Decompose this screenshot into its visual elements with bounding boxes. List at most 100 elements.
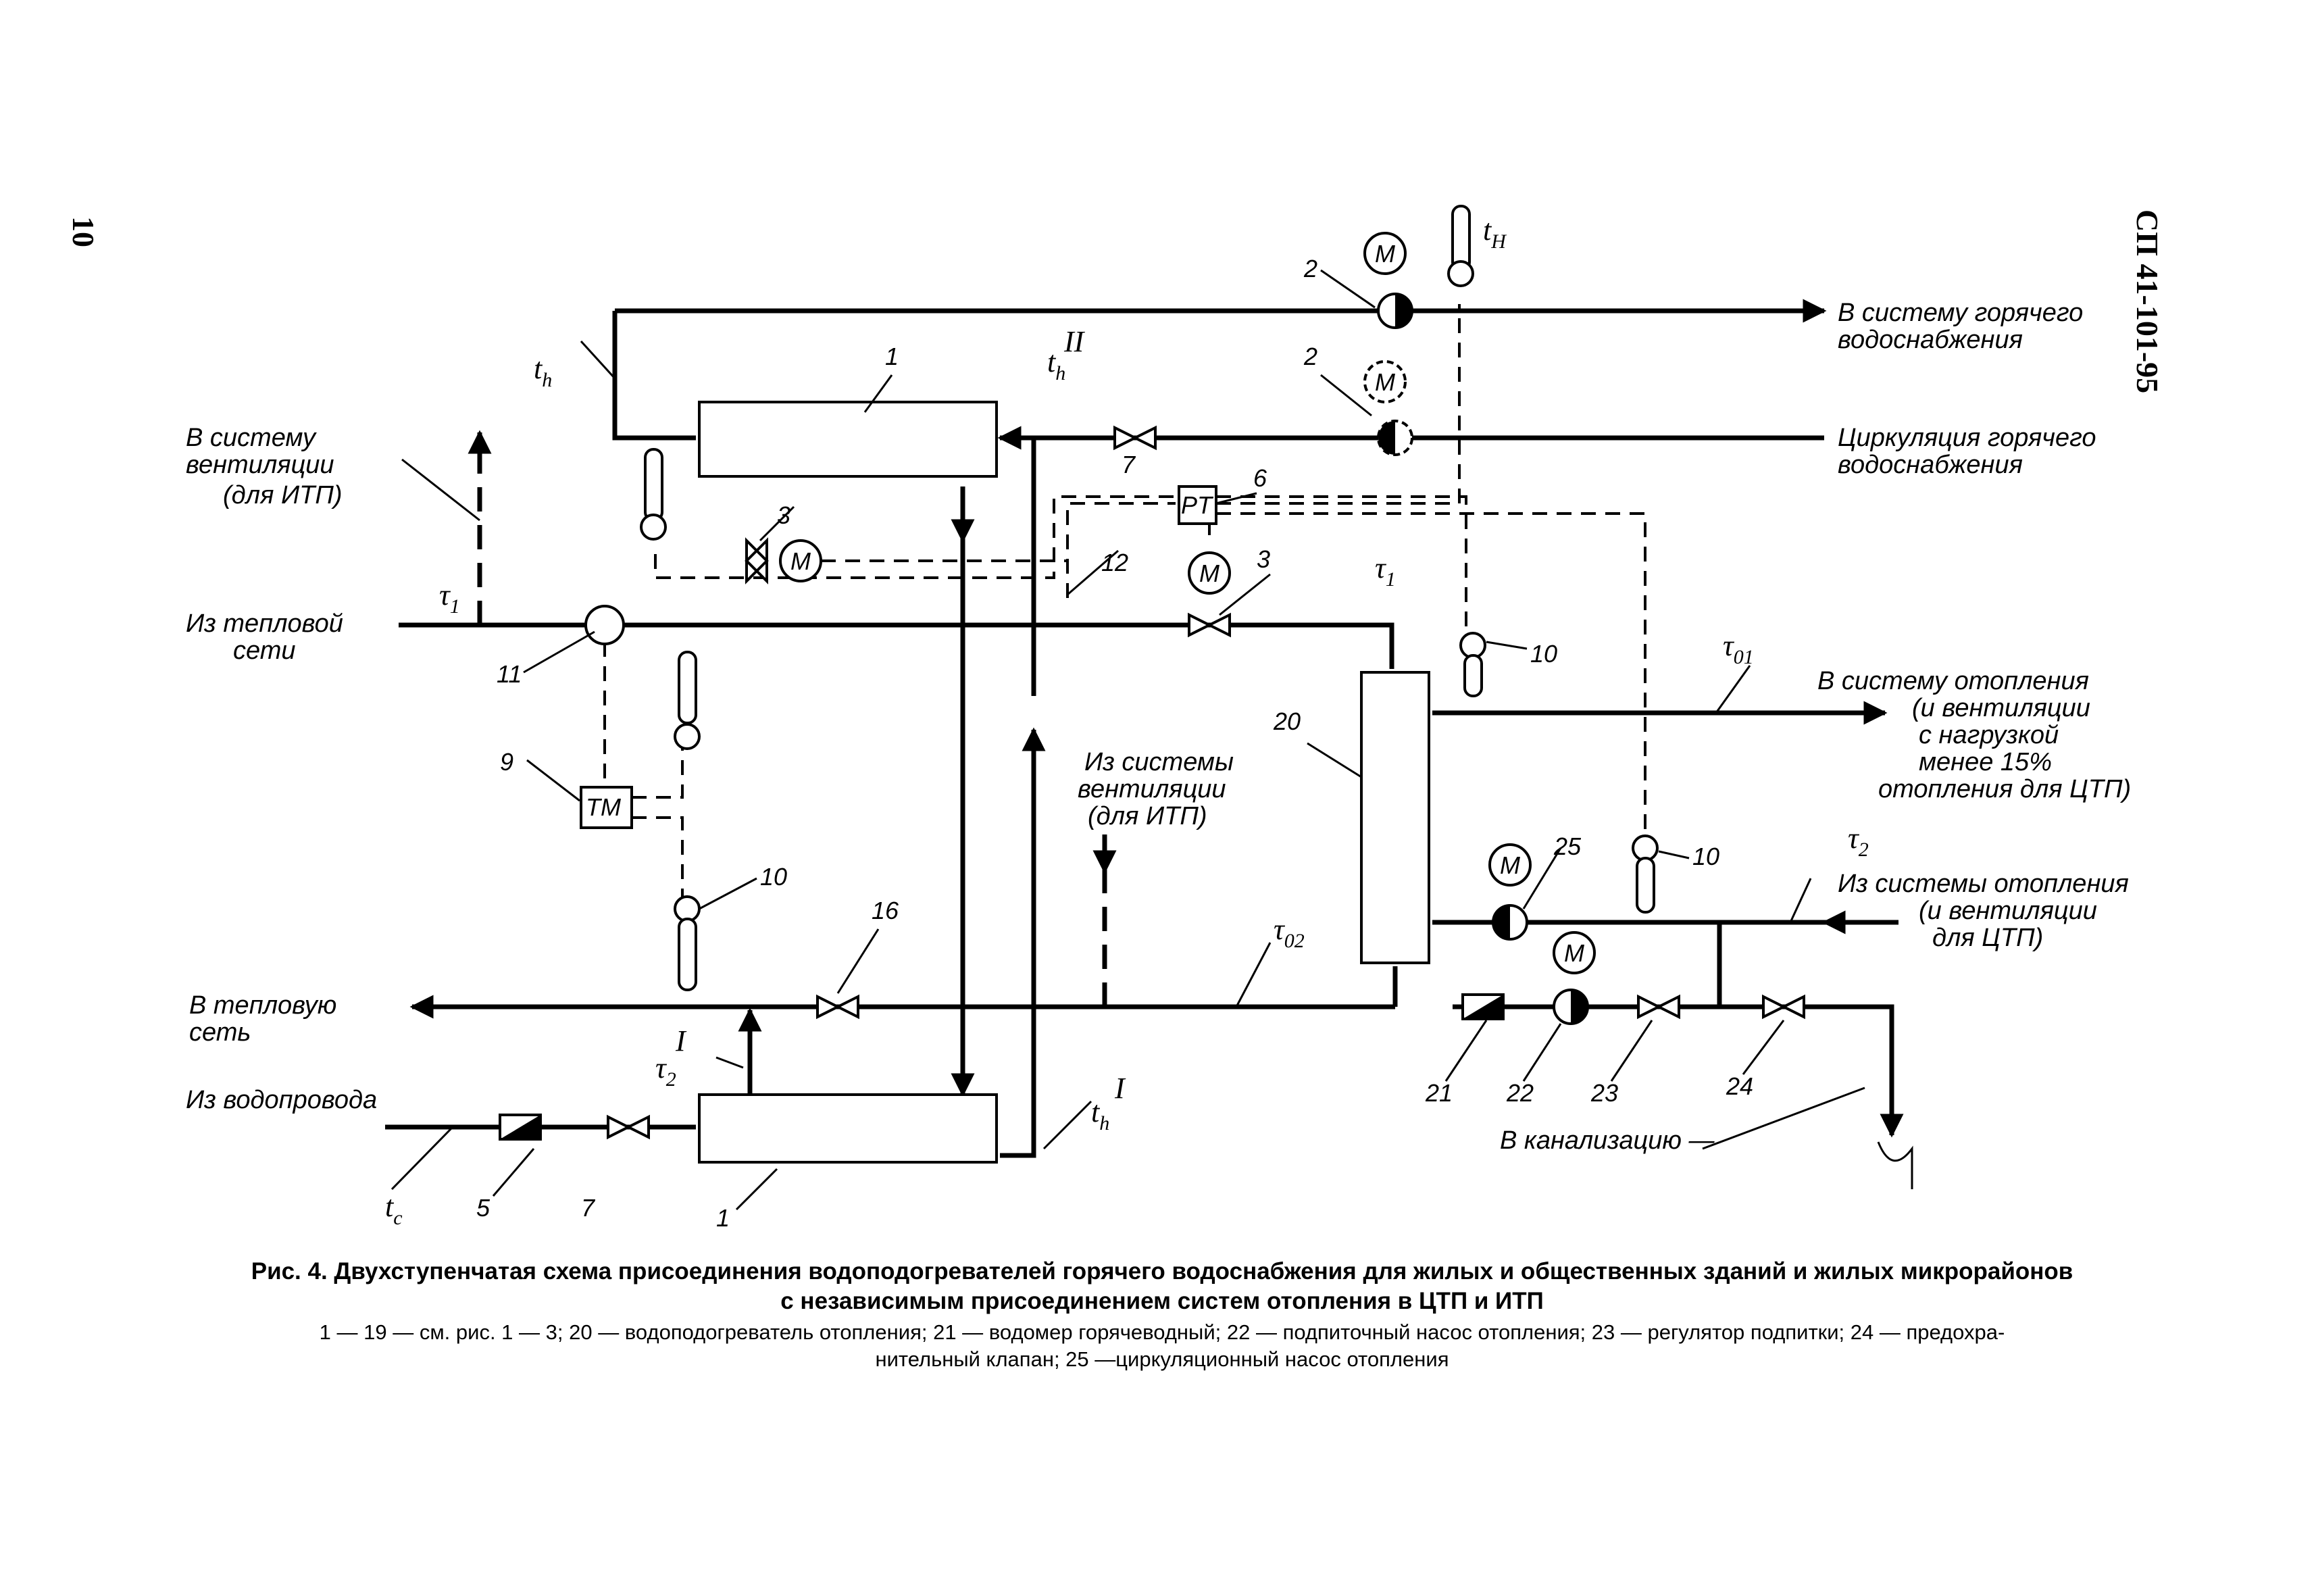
- thermometer-10-far: [1632, 834, 1659, 862]
- label-to-hot-water-2: водоснабжения: [1838, 326, 2023, 354]
- regulator-6: [1178, 485, 1217, 525]
- label-to-vent-1: В систему: [186, 424, 317, 452]
- svg-text:16: 16: [872, 897, 899, 924]
- label-to-heating-1: В систему отопления: [1817, 667, 2089, 695]
- label-to-vent-2: вентиляции: [186, 451, 334, 479]
- control-lines: [603, 304, 1646, 899]
- svg-text:II: II: [1063, 325, 1086, 358]
- ctrl-tm-a: [632, 743, 684, 799]
- pipe-thI: [1000, 730, 1036, 1158]
- valve-7-top: [1113, 425, 1157, 451]
- ctrl-pt-10: [1216, 495, 1467, 628]
- caption-legend-line-1: 1 — 19 — см. рис. 1 — 3; 20 — водоподогр…: [319, 1320, 2005, 1344]
- label-to-heating-5: отопления для ЦТП): [1878, 775, 2131, 803]
- label-from-heating-3: для ЦТП): [1932, 924, 2043, 952]
- svg-text:τ1: τ1: [439, 578, 460, 618]
- pipes: [385, 299, 1913, 1189]
- label-from-heating-2: (и вентиляции: [1919, 897, 2097, 925]
- heat-exchanger-1-bottom: [698, 1093, 998, 1164]
- svg-text:3: 3: [1257, 545, 1270, 573]
- ctrl-pt-10far: [1216, 512, 1646, 838]
- svg-text:M: M: [1375, 240, 1395, 268]
- valve-16: [816, 994, 859, 1020]
- motor-2-top: [1363, 232, 1407, 275]
- svg-text:M: M: [790, 547, 811, 575]
- leader-lines: [391, 269, 1865, 1211]
- svg-text:M: M: [1375, 368, 1395, 396]
- caption-legend: 1 — 19 — см. рис. 1 — 3; 20 — водоподогр…: [149, 1319, 2175, 1373]
- svg-text:tН: tН: [1483, 214, 1507, 253]
- motor-3-left: [779, 539, 822, 582]
- svg-text:22: 22: [1506, 1079, 1534, 1107]
- valve-3-right: [1188, 612, 1231, 638]
- pipe-thII: [1000, 435, 1036, 696]
- svg-text:I: I: [1114, 1072, 1126, 1105]
- label-from-vent-1: Из системы: [1084, 748, 1234, 776]
- label-to-heating-2: (и вентиляции: [1912, 694, 2090, 722]
- heat-exchanger-1-top: [698, 401, 998, 478]
- thermometer-10-right: [1459, 632, 1486, 659]
- label-to-sewer: В канализацию —: [1500, 1126, 1715, 1155]
- svg-text:τ01: τ01: [1723, 629, 1754, 668]
- svg-text:23: 23: [1590, 1079, 1618, 1107]
- heat-exchanger-20: [1360, 671, 1430, 964]
- figure-caption: Рис. 4. Двухступенчатая схема присоедине…: [149, 1257, 2175, 1373]
- pipe-heat-network-supply: [399, 622, 1394, 669]
- svg-text:9: 9: [500, 748, 513, 776]
- svg-text:21: 21: [1425, 1079, 1453, 1107]
- motor-25: [1488, 843, 1532, 887]
- symbols: th th II tН τ1 τ1 τ01 τ02 τ2 τ2 I th I t…: [385, 214, 1869, 1229]
- label-to-heat-net-1: В тепловую: [189, 991, 336, 1020]
- svg-text:I: I: [675, 1024, 687, 1057]
- caption-title: Рис. 4. Двухступенчатая схема присоедине…: [149, 1257, 2175, 1316]
- svg-text:1: 1: [885, 343, 899, 370]
- svg-text:10: 10: [1530, 640, 1557, 668]
- svg-text:6: 6: [1253, 464, 1267, 492]
- svg-text:th: th: [1047, 345, 1065, 384]
- label-from-heat-net-2: сети: [233, 637, 296, 665]
- svg-text:25: 25: [1553, 832, 1582, 860]
- svg-text:τ02: τ02: [1274, 913, 1305, 952]
- svg-text:τ2: τ2: [1848, 822, 1869, 861]
- label-to-heating-4: менее 15%: [1919, 748, 2052, 776]
- label-from-heat-net-1: Из тепловой: [186, 609, 343, 638]
- svg-text:2: 2: [1303, 343, 1317, 370]
- ctrl-line-12: [1066, 502, 1176, 598]
- label-from-vent-2: вентиляции: [1078, 775, 1226, 803]
- svg-text:20: 20: [1273, 707, 1301, 735]
- label-from-vent-3: (для ИТП): [1088, 802, 1207, 830]
- label-to-vent-3: (для ИТП): [223, 481, 343, 509]
- motor-22: [1553, 931, 1596, 974]
- label-circ-2: водоснабжения: [1838, 451, 2023, 479]
- svg-text:10: 10: [1692, 843, 1719, 870]
- label-from-water: Из водопровода: [186, 1086, 377, 1114]
- caption-title-line-2: с независимым присоединением систем отоп…: [780, 1288, 1544, 1314]
- svg-text:10: 10: [760, 863, 787, 891]
- svg-text:11: 11: [497, 660, 522, 688]
- svg-text:τ2: τ2: [655, 1051, 676, 1091]
- thermometer-mid-left: [678, 651, 697, 724]
- text-labels: В систему горячего водоснабжения Циркуля…: [186, 299, 2131, 1155]
- svg-text:7: 7: [581, 1194, 596, 1222]
- ctrl-line-a: [654, 495, 1176, 579]
- pipe-makeup: [1453, 1004, 1894, 1108]
- label-to-heating-3: с нагрузкой: [1919, 721, 2059, 749]
- svg-text:M: M: [1564, 939, 1584, 967]
- valve-3-left: [745, 537, 769, 584]
- svg-text:th: th: [1091, 1095, 1109, 1134]
- svg-text:7: 7: [1122, 451, 1136, 478]
- motor-3-right: [1188, 551, 1231, 595]
- pipe-th-riser: [612, 311, 696, 441]
- label-to-hot-water-1: В систему горячего: [1838, 299, 2083, 327]
- sewer-trap: [1877, 1141, 1913, 1189]
- svg-text:PT: PT: [1181, 491, 1214, 519]
- valve-23: [1637, 994, 1680, 1020]
- svg-text:3: 3: [777, 501, 790, 529]
- svg-text:M: M: [1500, 851, 1520, 879]
- caption-legend-line-2: нительный клапан; 25 —циркуляционный нас…: [875, 1347, 1449, 1371]
- valve-11: [584, 605, 625, 645]
- svg-text:th: th: [534, 352, 552, 391]
- ctrl-pt-tn: [1216, 304, 1461, 505]
- svg-text:1: 1: [716, 1204, 730, 1232]
